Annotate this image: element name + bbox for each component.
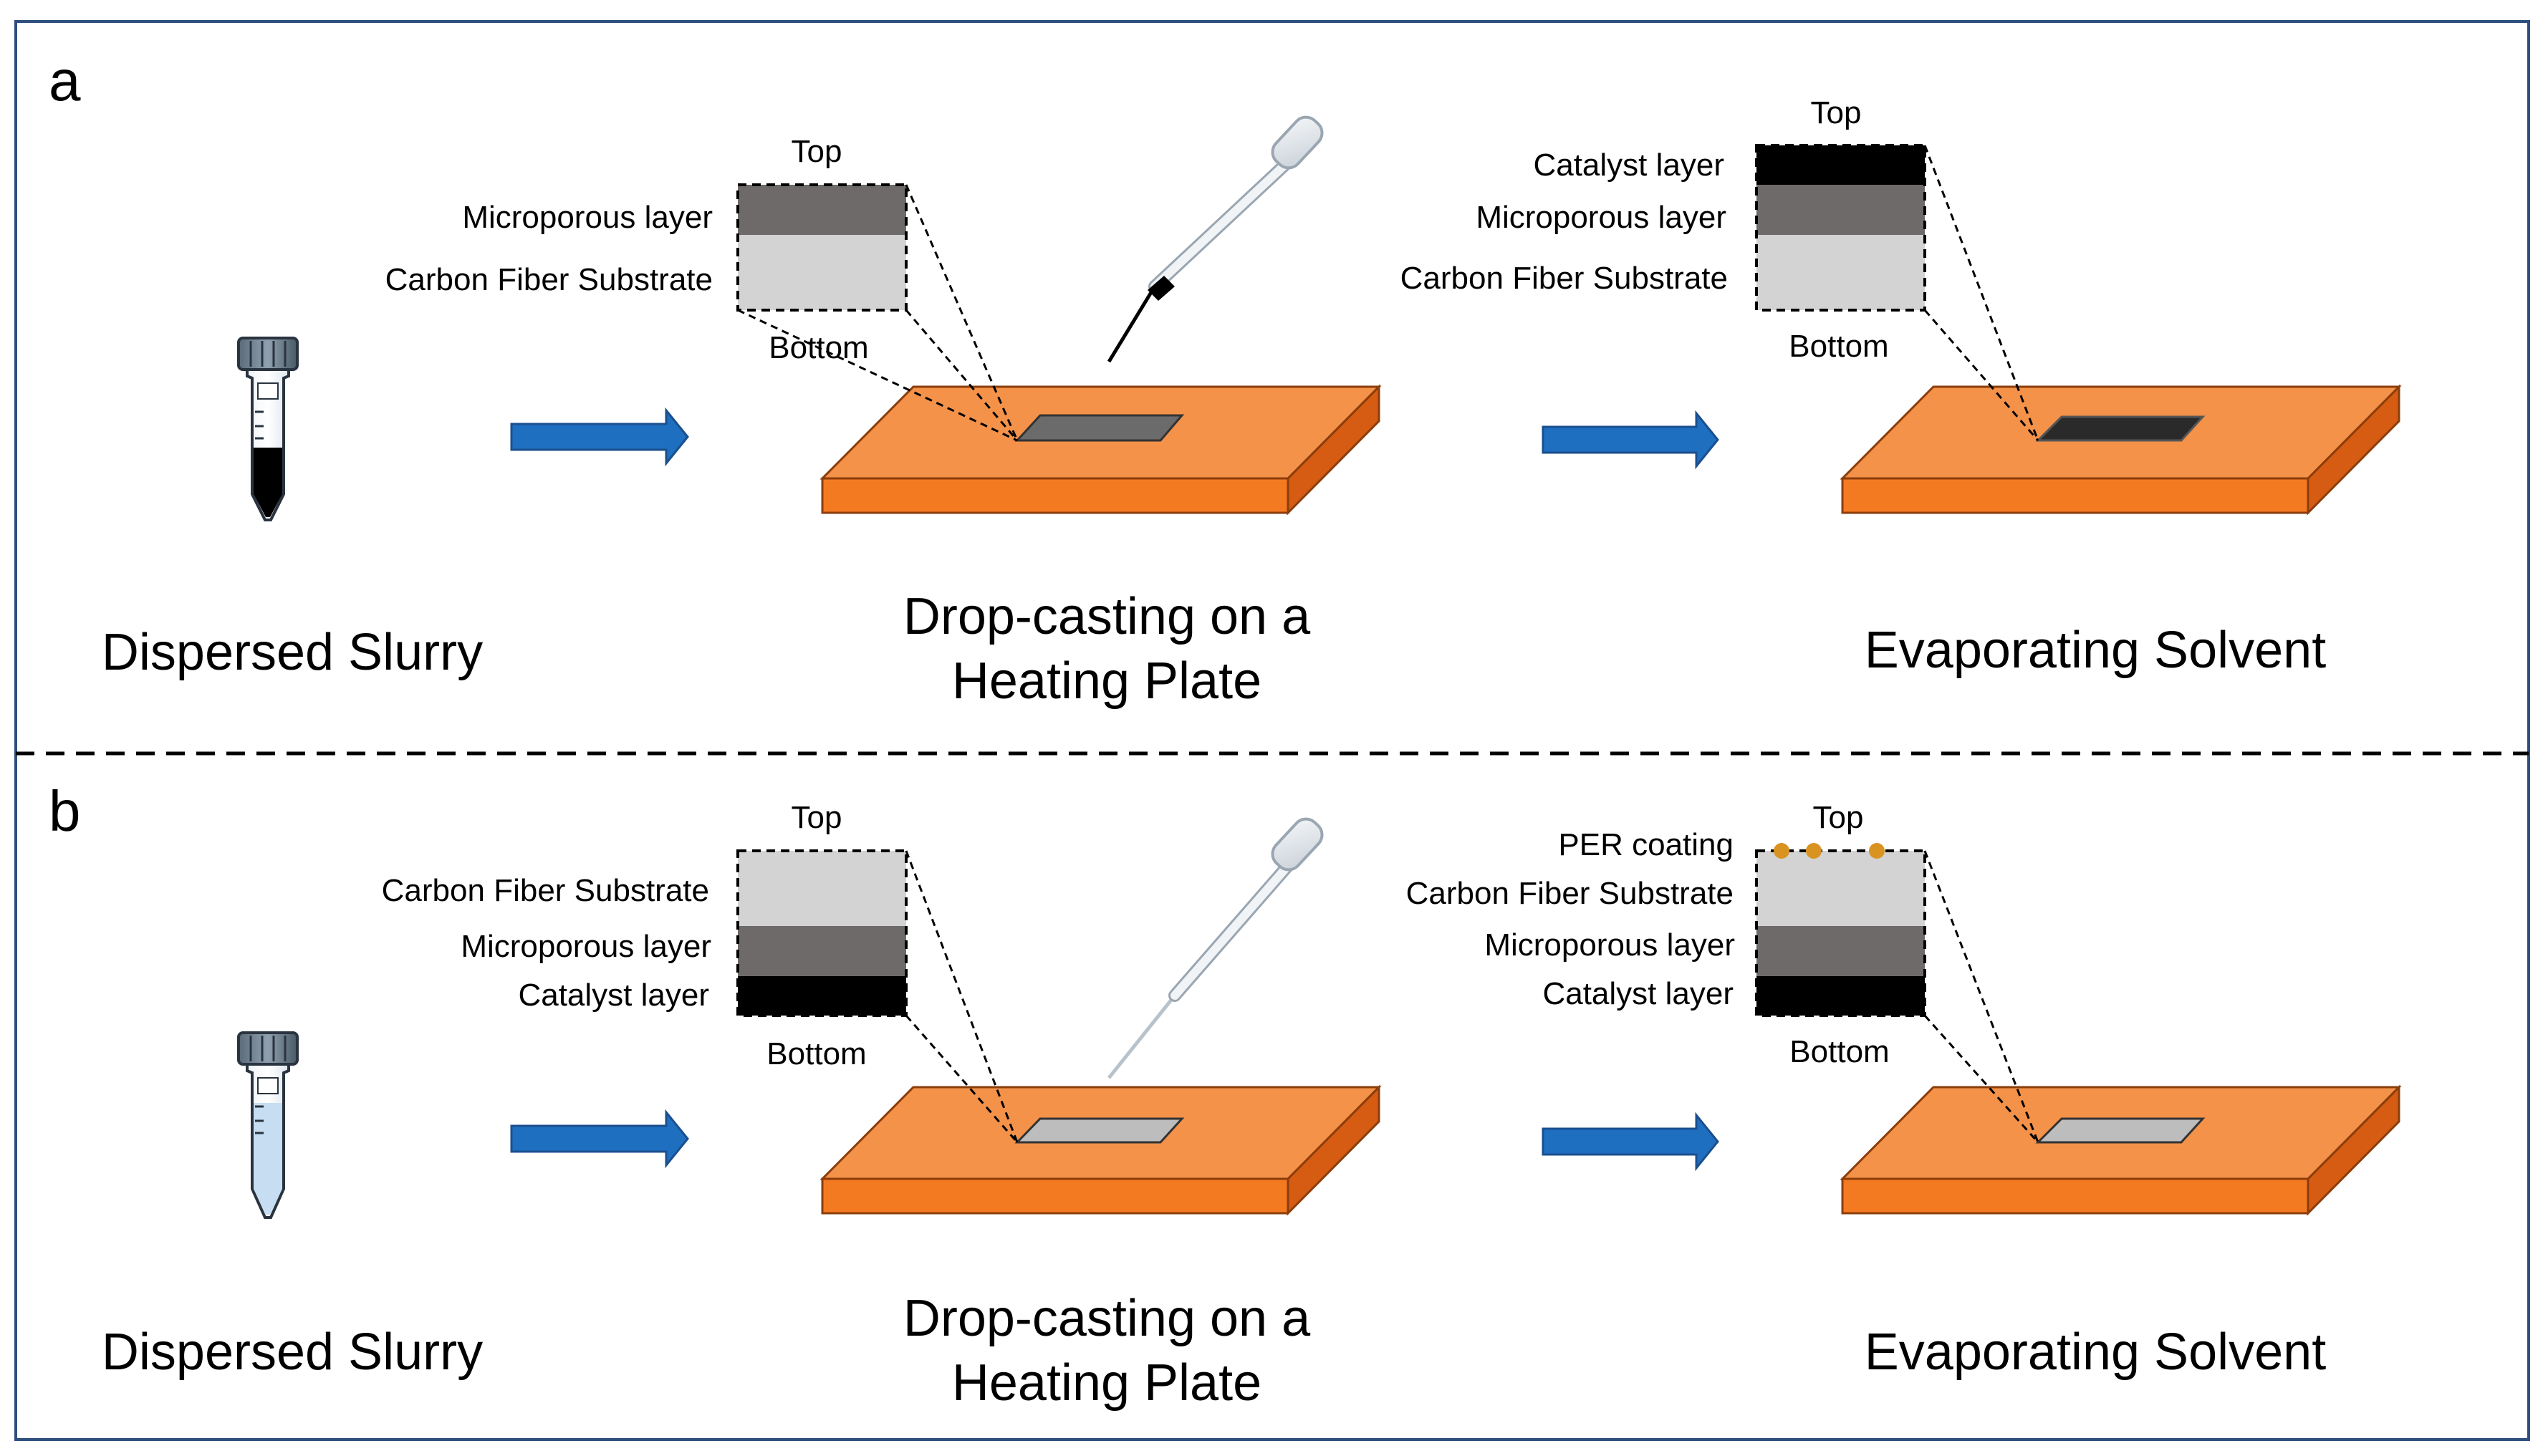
inset-a2-layer-label: Carbon Fiber Substrate: [1400, 261, 1728, 296]
inset-a2-layer-label: Microporous layer: [1476, 200, 1726, 235]
arrow-right-icon: [1542, 1112, 1719, 1172]
inset-a1-layer-label: Carbon Fiber Substrate: [385, 262, 713, 297]
inset-b1-layer-label: Microporous layer: [461, 929, 711, 964]
arrow-right-icon: [510, 1109, 689, 1169]
inset-b1-layer-label: Carbon Fiber Substrate: [382, 873, 709, 908]
inset-b1-layer-label: Catalyst layer: [518, 978, 709, 1013]
inset-b2-coating-label: PER coating: [1558, 827, 1734, 862]
layer-inset-a2: [1755, 144, 2039, 441]
caption-a-drop-casting-line2: Heating Plate: [952, 652, 1261, 710]
inset-b2-bottom-label: Bottom: [1789, 1034, 1889, 1069]
inset-a1-layer-label: Microporous layer: [462, 200, 713, 235]
per-coating-dots: [1774, 843, 1885, 859]
inset-a2-bottom-label: Bottom: [1789, 329, 1888, 364]
dark-tip-pipette-icon: [1107, 115, 1324, 363]
inset-b2-top-label: Top: [1813, 800, 1864, 835]
dark-slurry-tube-icon: [237, 337, 299, 521]
caption-b-evaporating-solvent: Evaporating Solvent: [1865, 1324, 2326, 1381]
heating-plate: [1840, 1084, 2402, 1216]
electrode-sample: [1014, 414, 1185, 442]
figure-frame: [14, 20, 2530, 1441]
inset-a2-layer-label: Catalyst layer: [1533, 148, 1724, 183]
panel-b: b Dispersed Slurry: [49, 779, 2402, 1412]
coated-electrode-sample: [2035, 415, 2206, 442]
inset-a1-top-label: Top: [792, 134, 842, 169]
layer-inset-b2: [1755, 849, 2039, 1143]
inset-b2-layer-label: Catalyst layer: [1542, 976, 1734, 1011]
light-slurry-tube-icon: [237, 1031, 299, 1219]
arrow-right-icon: [510, 407, 689, 467]
electrode-sample: [2035, 1117, 2206, 1144]
inset-b2-layer-label: Carbon Fiber Substrate: [1406, 876, 1734, 911]
caption-b-dispersed-slurry: Dispersed Slurry: [102, 1324, 483, 1381]
clear-pipette-icon: [1107, 817, 1324, 1079]
inset-a2-top-label: Top: [1811, 95, 1862, 130]
inset-b1-top-label: Top: [792, 800, 842, 835]
inset-b2-layer-label: Microporous layer: [1484, 927, 1735, 963]
layer-inset-b1: [736, 849, 1019, 1143]
inset-b1-bottom-label: Bottom: [766, 1036, 866, 1071]
caption-a-evaporating-solvent: Evaporating Solvent: [1865, 622, 2326, 679]
heating-plate: [819, 384, 1382, 516]
electrode-sample: [1014, 1117, 1185, 1144]
caption-a-dispersed-slurry: Dispersed Slurry: [102, 624, 483, 681]
caption-b-drop-casting-line1: Drop-casting on a: [903, 1290, 1311, 1347]
layer-inset-a1: [736, 183, 1019, 442]
inset-a1-bottom-label: Bottom: [769, 330, 868, 365]
caption-a-drop-casting-line1: Drop-casting on a: [903, 588, 1311, 645]
arrow-right-icon: [1542, 410, 1719, 470]
caption-b-drop-casting-line2: Heating Plate: [952, 1354, 1261, 1412]
heating-plate: [819, 1084, 1382, 1216]
heating-plate: [1840, 384, 2402, 516]
panel-a: a Dispersed Slurry: [49, 49, 2402, 710]
panel-letter-b: b: [49, 779, 81, 843]
panel-letter-a: a: [49, 49, 81, 112]
